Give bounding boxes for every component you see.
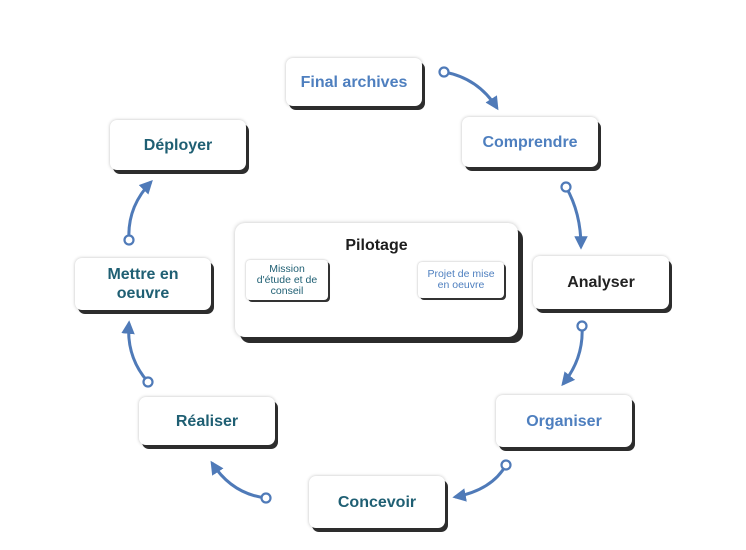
pilotage-panel: Pilotage Mission d'étude et de conseil P… [235,223,518,337]
arrow-comprendre-to-analyser [564,186,588,250]
pilotage-title: Pilotage [345,237,408,254]
node-concevoir: Concevoir [309,476,445,528]
arrow-realiser-to-mettre [121,320,150,383]
arrow-start-dot [123,234,135,246]
node-label: Réaliser [175,412,239,430]
arrow-concevoir-to-realiser [210,460,267,500]
projet-box: Projet de mise en oeuvre [418,262,504,298]
arrow-organiser-to-concevoir [452,464,508,502]
node-label: Comprendre [482,133,578,151]
node-label: Organiser [526,412,602,430]
node-label: Mettre en oeuvre [107,266,179,302]
node-label: Analyser [567,274,635,291]
mission-label: Mission d'étude et de conseil [256,262,318,297]
arrow-analyser-to-organiser [561,325,584,387]
arrow-start-dot [560,181,572,193]
arrow-mettre-to-deployer [127,180,153,241]
arrow-start-dot [260,492,272,504]
node-organiser: Organiser [496,395,632,447]
node-deployer: Déployer [110,120,246,170]
arrow-start-dot [576,320,588,332]
node-comprendre: Comprendre [462,117,598,167]
node-final-archives: Final archives [286,58,422,106]
mission-box: Mission d'étude et de conseil [246,260,328,300]
node-analyser: Analyser [533,256,669,309]
node-label: Déployer [143,136,213,154]
arrow-start-dot [500,459,512,471]
projet-label: Projet de mise en oeuvre [427,268,495,291]
node-label: Final archives [300,73,408,91]
node-label: Concevoir [337,493,417,511]
node-realiser: Réaliser [139,397,275,445]
arrow-final-to-comprendre [443,70,499,111]
node-mettre-en-oeuvre: Mettre en oeuvre [75,258,211,310]
arrow-start-dot [438,66,450,78]
arrow-start-dot [142,376,154,388]
